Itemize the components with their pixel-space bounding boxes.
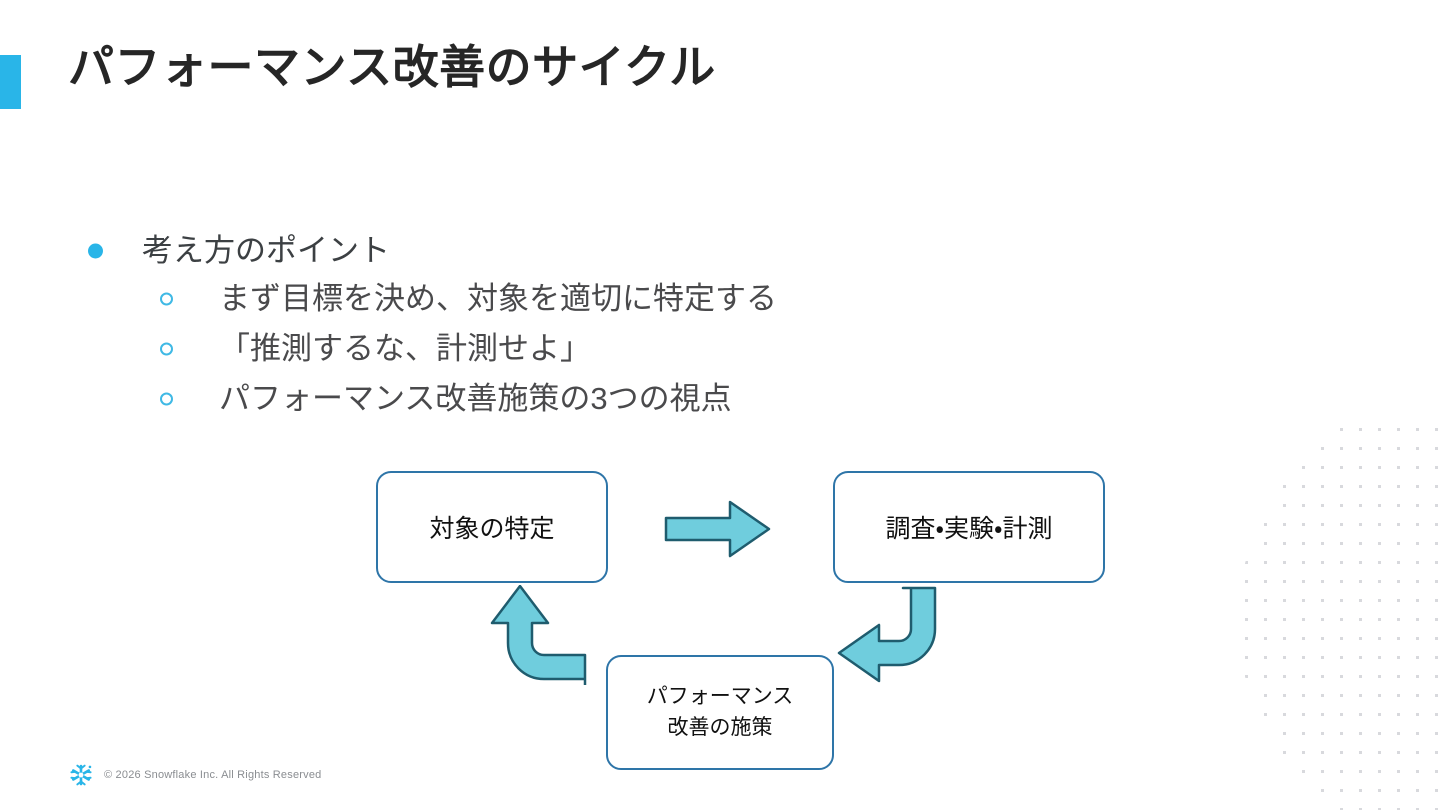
title-accent-bar <box>0 55 21 109</box>
diagram-node-label: 調査・実験・計測 <box>885 515 1053 543</box>
bullet-list: 考え方のポイント まず目標を決め、対象を適切に特定する 「推測するな、計測せよ」… <box>80 228 980 424</box>
copyright-text: © 2026 Snowflake Inc. All Rights Reserve… <box>104 769 322 781</box>
diagram-node-label: パフォーマンス 改善の施策 <box>647 682 794 743</box>
diagram-node-label-line2: 改善の施策 <box>667 715 773 739</box>
bullet-item-level2: まず目標を決め、対象を適切に特定する <box>80 274 980 324</box>
bullet-text: 「推測するな、計測せよ」 <box>219 330 591 366</box>
diagram-node-action[interactable]: パフォーマンス 改善の施策 <box>606 655 834 770</box>
arrow-left-up-icon[interactable] <box>485 585 589 685</box>
diagram-node-label-line1: パフォーマンス <box>646 685 794 709</box>
bullet-circle-icon <box>160 292 173 306</box>
bullet-text: 考え方のポイント <box>142 232 390 268</box>
footer: © 2026 Snowflake Inc. All Rights Reserve… <box>68 762 321 788</box>
arrow-right-icon[interactable] <box>664 498 774 560</box>
snowflake-logo-icon <box>70 764 92 786</box>
bullet-dot-icon <box>88 243 103 259</box>
bullet-circle-icon <box>160 392 173 406</box>
diagram-node-identify[interactable]: 対象の特定 <box>376 471 608 583</box>
bullet-item-level2: パフォーマンス改善施策の3つの視点 <box>80 374 980 424</box>
arrow-down-left-icon[interactable] <box>835 585 939 685</box>
bullet-item-level2: 「推測するな、計測せよ」 <box>80 324 980 374</box>
page-title: パフォーマンス改善のサイクル <box>68 41 716 93</box>
dot-pattern-decoration <box>1180 420 1440 810</box>
bullet-item-level1: 考え方のポイント <box>80 228 980 274</box>
diagram-node-measure[interactable]: 調査・実験・計測 <box>833 471 1105 583</box>
bullet-text: まず目標を決め、対象を適切に特定する <box>219 280 777 316</box>
diagram-node-label: 対象の特定 <box>429 515 555 543</box>
bullet-text: パフォーマンス改善施策の3つの視点 <box>219 380 732 416</box>
bullet-circle-icon <box>160 342 173 356</box>
